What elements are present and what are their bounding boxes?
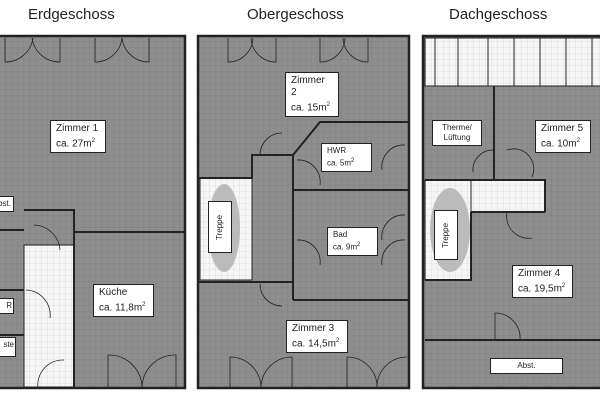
room-label-hwr: HWR ca. 5m2 bbox=[321, 143, 372, 172]
room-area-unit: 2 bbox=[561, 283, 566, 289]
room-label-kueche: Küche ca. 11,8m2 bbox=[93, 284, 154, 318]
room-name: Bad bbox=[333, 230, 348, 239]
room-label-treppe: Treppe bbox=[434, 210, 458, 260]
room-area: ca. 15m bbox=[291, 102, 327, 114]
room-area: ca. 5m bbox=[327, 158, 352, 168]
room-area-unit: 2 bbox=[142, 302, 146, 308]
room-label-zimmer-2: Zimmer 2 ca. 15m2 bbox=[285, 72, 339, 118]
room-area: ca. 9m bbox=[333, 242, 358, 252]
room-area: ca. 10m bbox=[541, 138, 577, 150]
floor-title: Obergeschoss bbox=[247, 6, 344, 23]
room-name: Zimmer 4 bbox=[518, 268, 561, 279]
room-label-zimmer-5: Zimmer 5 ca. 10m2 bbox=[535, 120, 591, 154]
room-name: HWR bbox=[327, 146, 347, 155]
room-label-bad: Bad ca. 9m2 bbox=[327, 227, 378, 256]
room-name: Therme/ bbox=[442, 123, 472, 132]
room-name: Zimmer 1 bbox=[56, 123, 99, 134]
room-area-unit: 2 bbox=[91, 138, 95, 144]
room-name: Küche bbox=[99, 287, 128, 298]
room-label-zimmer-4: Zimmer 4 ca. 19,5m2 bbox=[512, 265, 573, 299]
room-area: ca. 27m bbox=[56, 138, 92, 150]
room-label-treppe: Treppe bbox=[208, 201, 232, 253]
room-label-gaeste: ste bbox=[0, 337, 16, 357]
room-label-therme: Therme/ Lüftung bbox=[432, 120, 482, 146]
room-area: ca. 14,5m bbox=[292, 338, 336, 350]
room-area-unit: 2 bbox=[326, 102, 330, 108]
floor-title: Dachgeschoss bbox=[449, 6, 548, 23]
room-name: Zimmer 2 bbox=[291, 75, 325, 98]
plan-erdgeschoss bbox=[0, 34, 187, 390]
room-area-unit: 2 bbox=[576, 138, 580, 144]
room-label-abst: Abst. bbox=[490, 358, 563, 374]
room-name: Zimmer 3 bbox=[292, 323, 335, 334]
room-name-cont: Lüftung bbox=[443, 133, 471, 142]
room-label-zimmer-1: Zimmer 1 ca. 27m2 bbox=[50, 120, 106, 154]
room-label-abst: bst. bbox=[0, 196, 14, 212]
room-area: ca. 11,8m bbox=[99, 302, 143, 314]
floor-title: Erdgeschoss bbox=[28, 6, 115, 23]
room-label-hwr: R bbox=[0, 298, 14, 314]
room-area: ca. 19,5m bbox=[518, 283, 562, 295]
room-name: Zimmer 5 bbox=[541, 123, 584, 134]
room-area-unit: 2 bbox=[351, 158, 355, 164]
room-area-unit: 2 bbox=[357, 242, 361, 248]
room-area-unit: 2 bbox=[335, 338, 340, 344]
room-label-zimmer-3: Zimmer 3 ca. 14,5m2 bbox=[286, 320, 348, 354]
